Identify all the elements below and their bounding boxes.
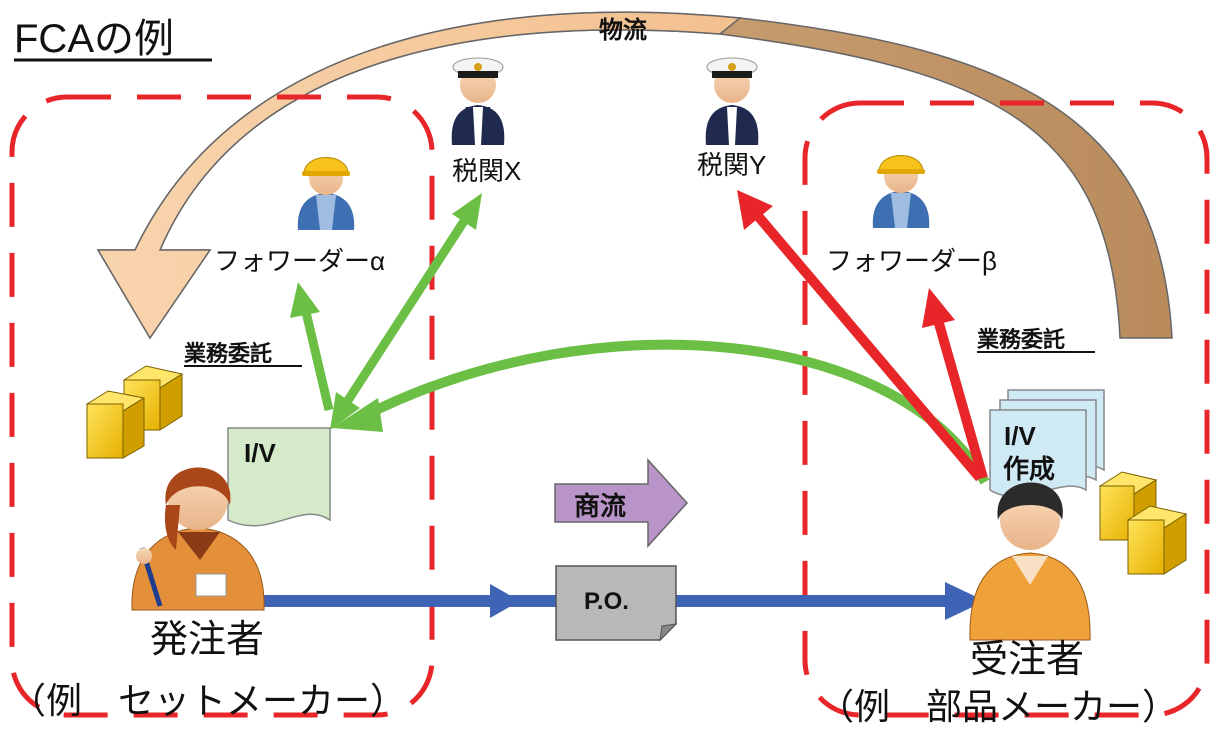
invoice-document-right-stack (989, 389, 1105, 497)
invoice-left-label: I/V (244, 438, 276, 468)
green-arrow-to-forwarder-alpha (290, 282, 334, 412)
seller-example-label: （例 部品メーカー） (818, 686, 1178, 725)
commerce-flow-arrow (554, 458, 689, 548)
seller-person-icon (969, 482, 1091, 641)
seller-label: 受注者 (970, 639, 1084, 681)
outsourcing-right-label: 業務委託 (977, 327, 1065, 352)
customs-y-label: 税関Y (697, 150, 766, 180)
cargo-boxes-right-icon (1098, 471, 1188, 575)
forwarder-alpha-label: フォワーダーα (214, 246, 385, 276)
forwarder-beta-label: フォワーダーβ (826, 246, 997, 276)
customs-x-label: 税関X (452, 156, 521, 186)
invoice-right-label-line1: I/V (1004, 421, 1036, 451)
red-arrow-to-forwarder-beta (922, 288, 988, 480)
diagram-title: FCAの例 (14, 17, 174, 61)
buyer-person-icon (131, 467, 265, 611)
logistics-flow-arrow (96, 11, 1173, 340)
customs-officer-x-icon (451, 57, 505, 145)
buyer-region (9, 94, 435, 718)
customs-officer-y-icon (705, 57, 759, 145)
logistics-label: 物流 (599, 17, 647, 44)
forwarder-alpha-worker-icon (297, 157, 355, 230)
commerce-label: 商流 (574, 491, 626, 521)
cargo-boxes-left-icon (85, 365, 184, 459)
invoice-right-label-line2: 作成 (1003, 454, 1055, 484)
buyer-example-label: （例 セットメーカー） (10, 680, 406, 721)
outsourcing-left-label: 業務委託 (184, 341, 272, 366)
purchase-order-document (555, 565, 678, 642)
buyer-label: 発注者 (150, 619, 264, 661)
invoice-document-left (227, 427, 331, 527)
seller-region (802, 100, 1210, 718)
forwarder-beta-worker-icon (872, 155, 930, 228)
green-arrow-customs-x (330, 193, 482, 430)
po-label: P.O. (584, 588, 629, 615)
red-arrow-to-customs-y (737, 190, 984, 482)
